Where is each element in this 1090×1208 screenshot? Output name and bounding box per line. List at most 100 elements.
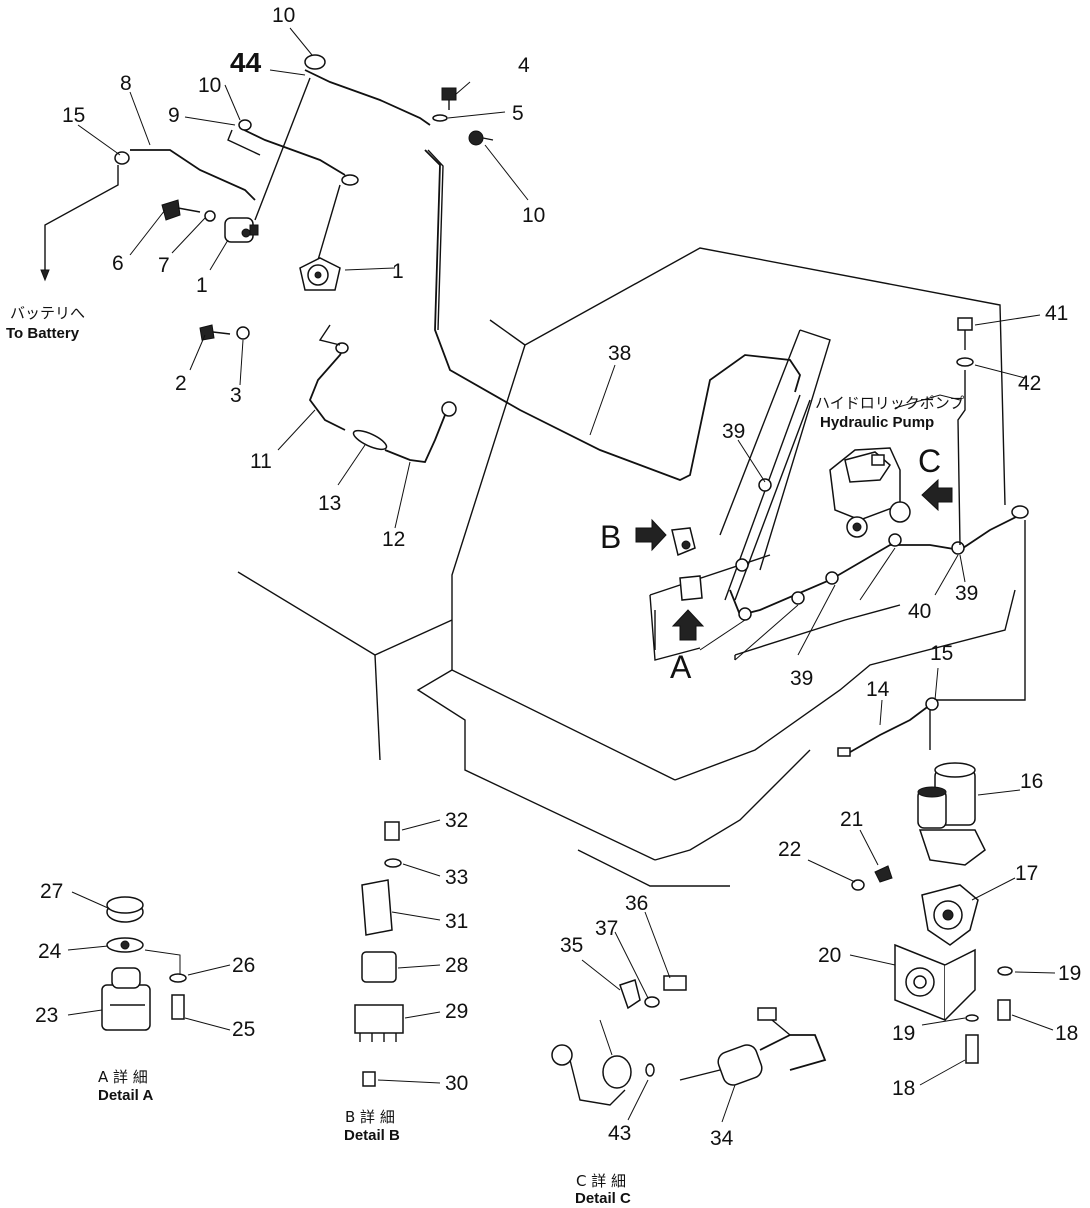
hydraulic-pump (829, 447, 911, 538)
bracket-20 (894, 943, 976, 1022)
callout-39: 39 (722, 420, 745, 443)
callout-25: 25 (232, 1018, 255, 1041)
bolt-2-washer-3 (199, 324, 250, 341)
callout-44: 44 (230, 47, 262, 78)
callout-1: 1 (196, 274, 208, 297)
callout-19: 19 (1058, 962, 1081, 985)
callout-36: 36 (625, 892, 648, 915)
detail-a-parts (101, 896, 187, 1031)
callout-3: 3 (230, 384, 242, 407)
bolt-21-washer-22 (851, 865, 893, 891)
callout-6: 6 (112, 252, 124, 275)
callout-12: 12 (382, 528, 405, 551)
leader-lines (67, 27, 1056, 1123)
bolt-6-washer-7 (161, 199, 216, 222)
arrow-a (671, 609, 705, 641)
callout-1: 1 (392, 260, 404, 283)
view-marker-a: A (670, 649, 692, 685)
pump-label-en: Hydraulic Pump (820, 414, 934, 431)
callout-4: 4 (518, 54, 530, 77)
detail-a-label-jp: A 詳 細 (98, 1068, 148, 1086)
view-marker-c: C (918, 443, 941, 479)
callout-17: 17 (1015, 862, 1038, 885)
callout-20: 20 (818, 944, 841, 967)
callout-22: 22 (778, 838, 801, 861)
sensor-b (671, 527, 703, 601)
view-markers: B A C (600, 443, 941, 685)
callout-32: 32 (445, 809, 468, 832)
callout-23: 23 (35, 1004, 58, 1027)
callout-30: 30 (445, 1072, 468, 1095)
detail-a-label-en: Detail A (98, 1087, 153, 1104)
detail-c-parts (551, 975, 827, 1106)
callout-40: 40 (908, 600, 931, 623)
terminal-10-top (304, 54, 326, 70)
battery-relay-1-upper (224, 217, 259, 243)
callout-43: 43 (608, 1122, 631, 1145)
text-labels: バッテリへ To Battery ハイドロリックポンプ Hydraulic Pu… (6, 304, 964, 1207)
battery-label-jp: バッテリへ (10, 304, 85, 322)
callout-15: 15 (930, 642, 953, 665)
callout-7: 7 (158, 254, 170, 277)
motor-16 (917, 762, 986, 866)
callout-35: 35 (560, 934, 583, 957)
view-marker-b: B (600, 519, 621, 555)
cable-14 (837, 697, 939, 757)
callout-8: 8 (120, 72, 132, 95)
callout-2: 2 (175, 372, 187, 395)
cable-8 (40, 149, 256, 282)
bolts-18-washers-19 (965, 966, 1013, 1064)
battery-label-en: To Battery (6, 325, 80, 342)
detail-c-label-jp: C 詳 細 (576, 1172, 626, 1190)
callout-16: 16 (1020, 770, 1043, 793)
callout-13: 13 (318, 492, 341, 515)
callout-11: 11 (250, 450, 272, 473)
bolt-4-washer-5 (432, 87, 457, 122)
callout-39: 39 (790, 667, 813, 690)
machine-body-outline (237, 247, 1016, 887)
callout-26: 26 (232, 954, 255, 977)
callout-numbers: 10 44 10 8 15 9 4 5 10 6 7 1 1 2 3 11 13… (35, 4, 1081, 1150)
callout-28: 28 (445, 954, 468, 977)
pump-label-jp: ハイドロリックポンプ (815, 394, 964, 412)
callout-41: 41 (1045, 302, 1068, 325)
detail-b-label-jp: B 詳 細 (345, 1108, 395, 1126)
callout-39: 39 (955, 582, 978, 605)
callout-27: 27 (40, 880, 63, 903)
cable-38 (424, 149, 801, 481)
callout-24: 24 (38, 940, 62, 963)
callout-29: 29 (445, 1000, 468, 1023)
callout-15: 15 (62, 104, 85, 127)
clamps-39 (735, 478, 965, 621)
callout-21: 21 (840, 808, 863, 831)
battery-relay-1-lower (299, 257, 341, 291)
arrow-c (921, 478, 953, 512)
callout-10: 10 (522, 204, 545, 227)
coupling-17 (921, 884, 979, 946)
detail-b-label-en: Detail B (344, 1127, 400, 1144)
callout-10: 10 (198, 74, 221, 97)
callout-37: 37 (595, 917, 618, 940)
bolt-41-washer-42 (956, 317, 974, 546)
callout-19: 19 (892, 1022, 915, 1045)
callout-5: 5 (512, 102, 524, 125)
detail-b-parts (354, 821, 404, 1087)
detail-c-label-en: Detail C (575, 1190, 631, 1207)
callout-33: 33 (445, 866, 468, 889)
callout-18: 18 (1055, 1022, 1078, 1045)
cable-44 (254, 69, 431, 221)
cable-9 (227, 119, 359, 261)
callout-9: 9 (168, 104, 180, 127)
callout-38: 38 (608, 342, 631, 365)
cable-11-13-12 (308, 324, 457, 463)
callout-14: 14 (866, 678, 890, 701)
callout-34: 34 (710, 1127, 734, 1150)
callout-42: 42 (1018, 372, 1041, 395)
callout-18: 18 (892, 1077, 915, 1100)
callout-31: 31 (445, 910, 468, 933)
arrow-b (635, 518, 667, 552)
terminal-10-right (468, 130, 494, 146)
callout-10: 10 (272, 4, 295, 27)
